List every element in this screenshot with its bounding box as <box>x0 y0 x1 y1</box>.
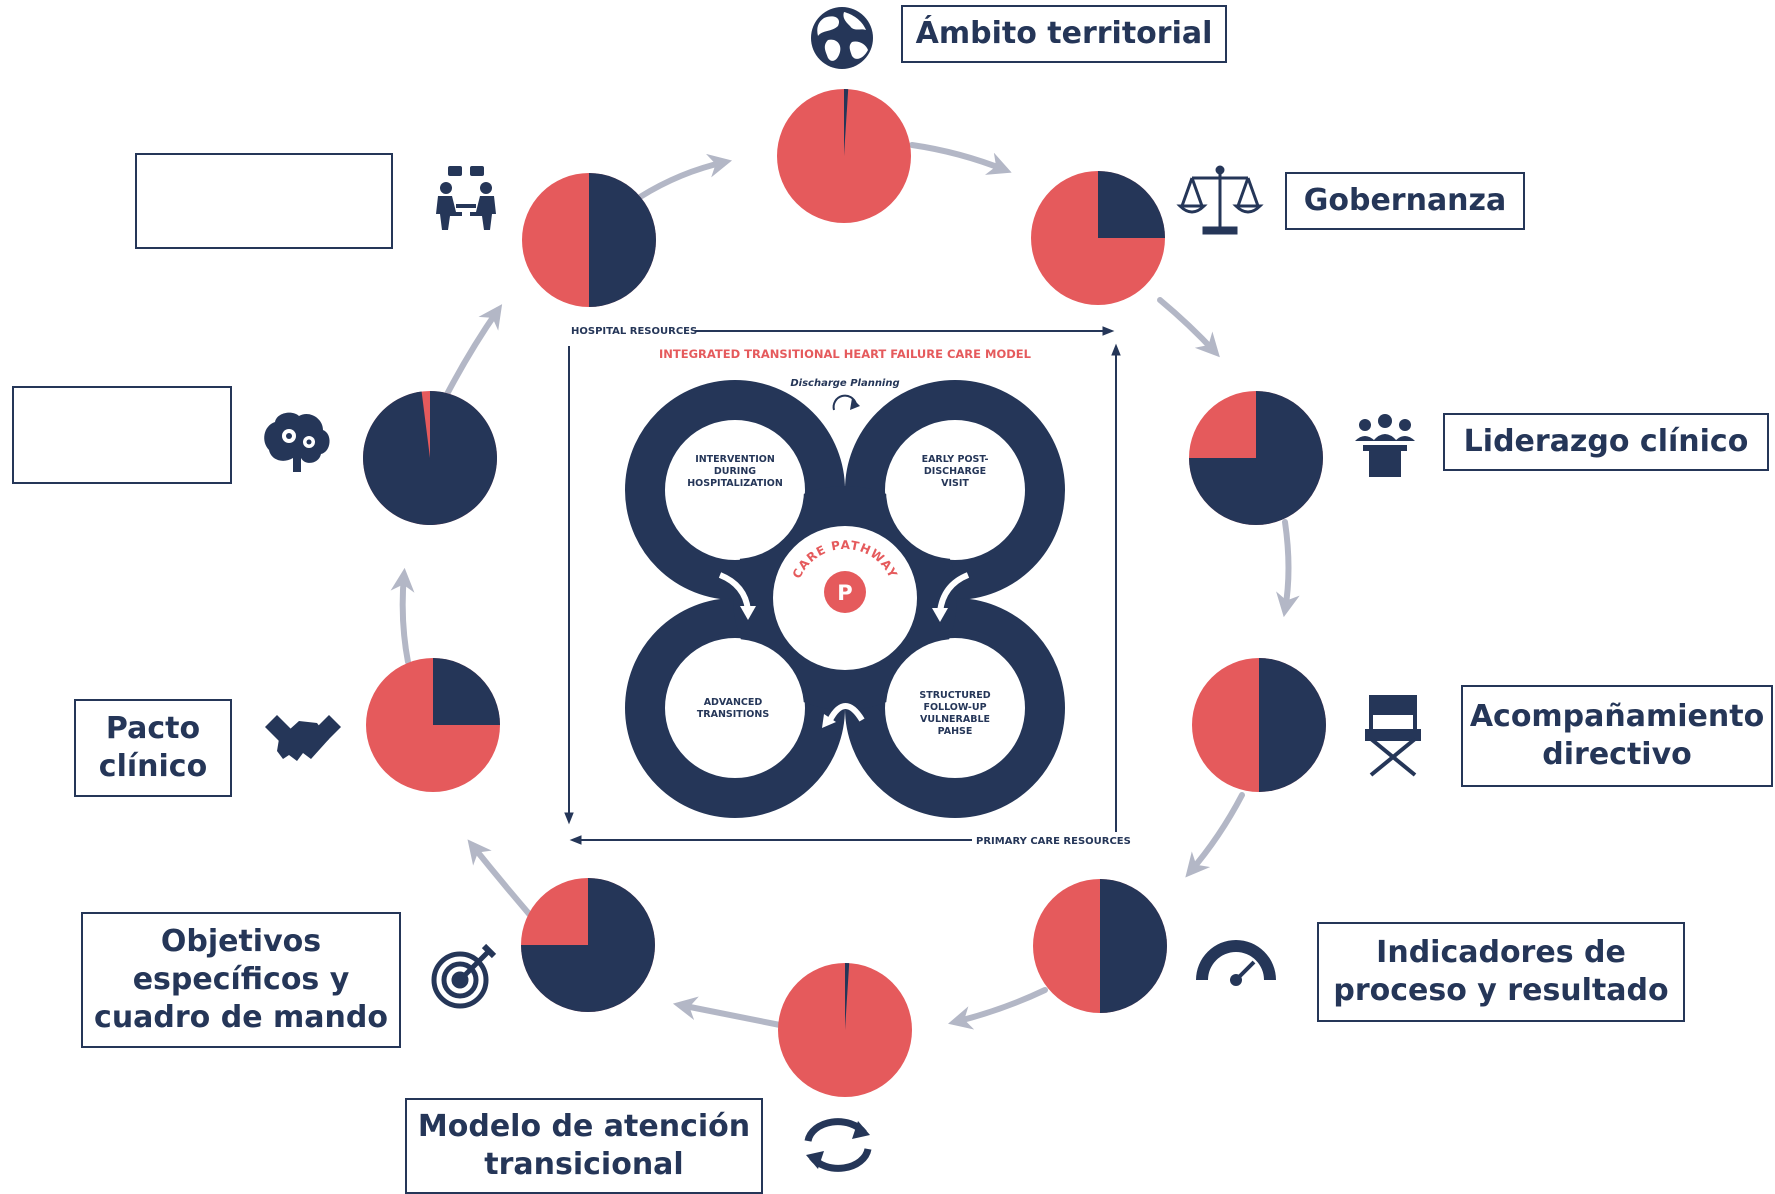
discharge-planning-label: Discharge Planning <box>790 378 899 389</box>
node-label-gobernanza: Gobernanza <box>1285 172 1525 230</box>
gauge-icon <box>1196 940 1276 986</box>
svg-text:TRANSITIONS: TRANSITIONS <box>697 709 770 720</box>
pie-2-slice <box>1098 171 1165 238</box>
arrow-4-5 <box>1185 792 1245 878</box>
node-label-acompanamiento-directivo: Acompañamiento directivo <box>1461 685 1773 787</box>
maturity-pies <box>363 88 1326 1097</box>
p-badge: P <box>837 581 852 605</box>
target-icon <box>431 943 497 1009</box>
svg-text:DISCHARGE: DISCHARGE <box>924 466 986 477</box>
hospital-resources-label: HOSPITAL RESOURCES <box>571 326 697 337</box>
svg-text:STRUCTURED: STRUCTURED <box>919 690 990 701</box>
arrow-8-9 <box>390 567 415 665</box>
node-label-empty-top-left <box>135 153 393 249</box>
pie-7-slice <box>521 878 655 1012</box>
pie-4 <box>1192 658 1326 792</box>
pie-5 <box>1033 879 1167 1013</box>
cycle-arrows <box>390 142 1300 1030</box>
node-label-liderazgo-clinico: Liderazgo clínico <box>1443 413 1769 471</box>
pie-5-slice <box>1100 879 1167 1013</box>
lobe-top-left-text: INTERVENTION DURING HOSPITALIZATION <box>687 454 783 489</box>
node-label-pacto-clinico: Pacto clínico <box>74 699 232 797</box>
pie-6-slice <box>845 963 850 1030</box>
pie-3-slice <box>1189 391 1323 525</box>
pie-3 <box>1189 391 1323 525</box>
pie-1-slice <box>844 88 849 156</box>
pie-9 <box>363 391 498 525</box>
pie-8 <box>366 658 500 792</box>
pie-9-slice <box>363 391 498 525</box>
pie-8-slice <box>433 658 500 725</box>
svg-text:VULNERABLE: VULNERABLE <box>920 714 990 725</box>
scales-icon <box>1176 165 1264 235</box>
globe-icon <box>811 7 873 69</box>
svg-text:EARLY POST-: EARLY POST- <box>922 454 989 465</box>
arrow-10-1 <box>637 153 733 200</box>
pie-7 <box>521 878 655 1012</box>
node-label-objetivos: Objetivos específicos y cuadro de mando <box>81 912 401 1048</box>
svg-text:PAHSE: PAHSE <box>938 726 973 737</box>
arrow-3-4 <box>1276 519 1300 618</box>
node-label-empty-left <box>12 386 232 484</box>
svg-text:ADVANCED: ADVANCED <box>704 697 763 708</box>
pie-4-slice <box>1259 658 1326 792</box>
svg-text:FOLLOW-UP: FOLLOW-UP <box>923 702 986 713</box>
svg-text:HOSPITALIZATION: HOSPITALIZATION <box>687 478 783 489</box>
central-care-model: HOSPITAL RESOURCES PRIMARY CARE RESOURCE… <box>564 326 1131 847</box>
lobe-bottom-left-text: ADVANCED TRANSITIONS <box>697 697 770 720</box>
model-title: INTEGRATED TRANSITIONAL HEART FAILURE CA… <box>659 347 1032 361</box>
leadership-podium-icon <box>1355 414 1415 477</box>
node-label-indicadores: Indicadores de proceso y resultado <box>1317 922 1685 1022</box>
pie-1 <box>777 88 911 223</box>
arrow-6-7 <box>672 996 783 1028</box>
arrow-5-6 <box>948 987 1048 1030</box>
node-label-ambito-territorial: Ámbito territorial <box>901 5 1227 63</box>
arrow-1-2 <box>909 142 1012 175</box>
cycle-arrows-icon <box>804 1118 872 1172</box>
svg-text:VISIT: VISIT <box>941 478 969 489</box>
handshake-icon <box>265 715 341 761</box>
arrow-2-3 <box>1157 297 1220 358</box>
meeting-dialogue-icon <box>436 166 496 230</box>
arrow-9-10 <box>442 304 503 401</box>
arrow-7-8 <box>467 839 533 918</box>
svg-text:INTERVENTION: INTERVENTION <box>695 454 775 465</box>
brain-gears-icon <box>264 412 330 472</box>
pie-6 <box>778 963 912 1097</box>
pie-10 <box>522 173 656 307</box>
director-chair-icon <box>1365 695 1421 777</box>
pie-10-slice <box>589 173 656 307</box>
node-label-modelo-atencion: Modelo de atención transicional <box>405 1098 763 1194</box>
lobe-bottom-right-text: STRUCTURED FOLLOW-UP VULNERABLE PAHSE <box>919 690 990 737</box>
svg-text:DURING: DURING <box>714 466 756 477</box>
primary-care-resources-label: PRIMARY CARE RESOURCES <box>976 836 1131 847</box>
pie-2 <box>1031 171 1165 305</box>
lobe-top-right-text: EARLY POST- DISCHARGE VISIT <box>922 454 989 489</box>
